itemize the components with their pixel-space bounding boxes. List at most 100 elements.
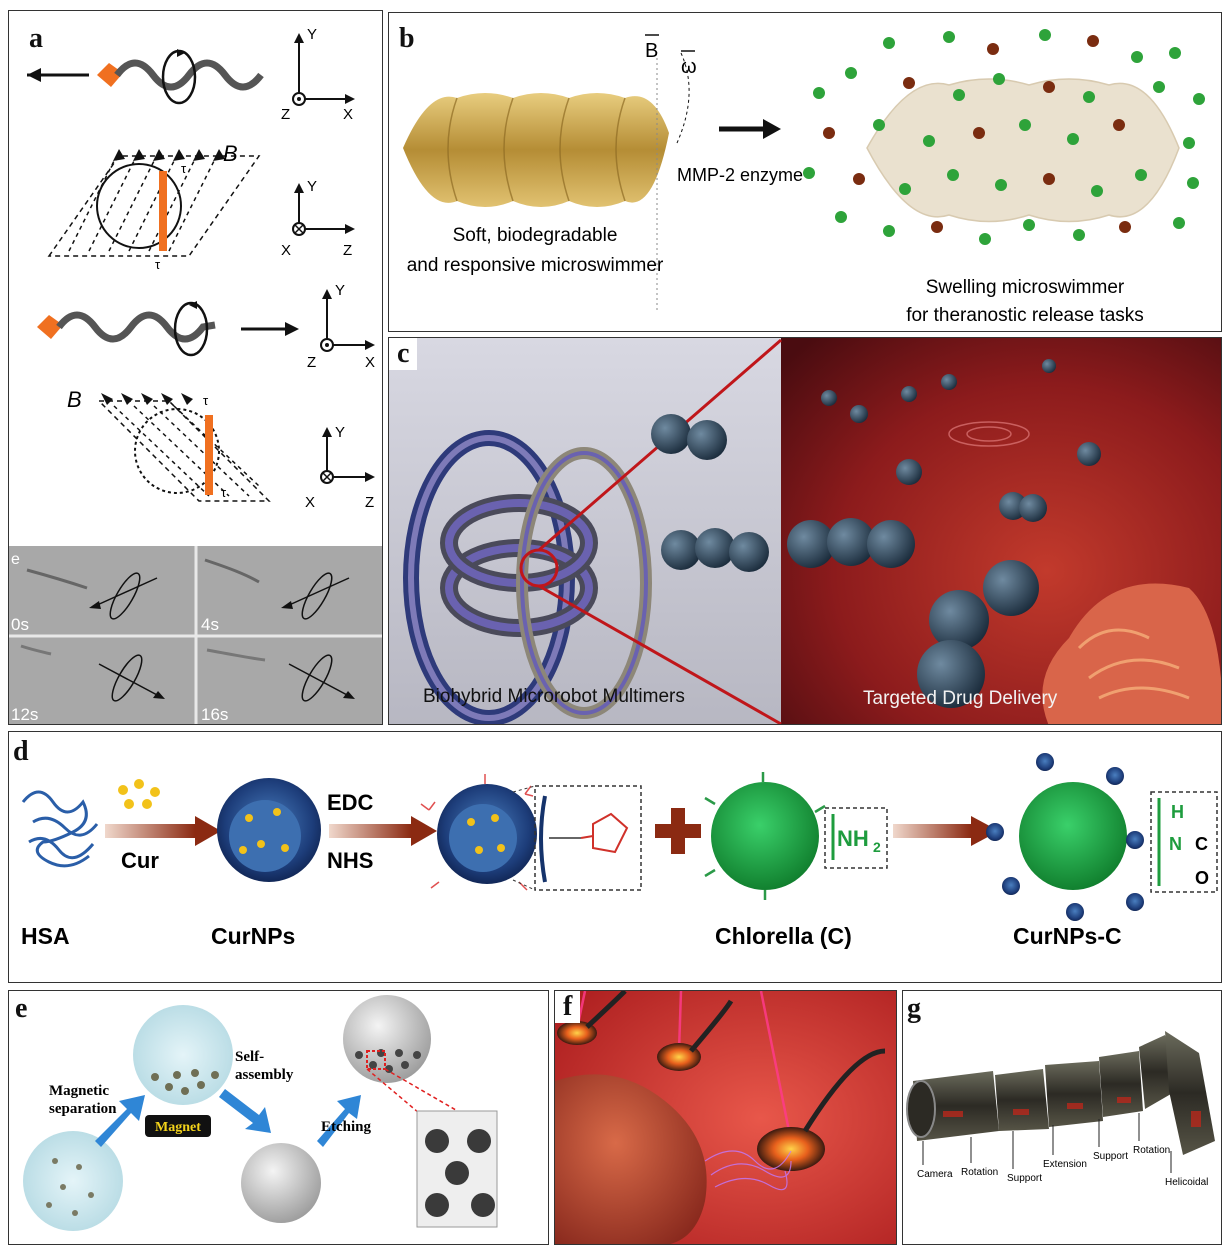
caption-right-1: Swelling microswimmer <box>926 277 1125 298</box>
svg-text:12s: 12s <box>11 705 38 724</box>
svg-text:MMP-2 enzyme: MMP-2 enzyme <box>677 165 803 185</box>
svg-text:Y: Y <box>335 424 345 441</box>
caption-targeted-delivery: Targeted Drug Delivery <box>863 688 1058 709</box>
particle <box>1183 137 1195 149</box>
frame-16: 16s <box>201 648 355 724</box>
svg-text:N: N <box>1169 834 1182 854</box>
particle <box>883 225 895 237</box>
particle <box>1169 47 1181 59</box>
svg-text:2: 2 <box>873 839 881 855</box>
tumor-tissue <box>555 1074 707 1244</box>
panel-a-diagram: Y X Z B τ τ <box>27 26 375 511</box>
label-chlorella: Chlorella (C) <box>715 923 852 949</box>
panel-c-illustration <box>389 338 1221 724</box>
svg-text:Magnet: Magnet <box>155 1120 201 1135</box>
panel-b: b B ω MMP-2 enzyme Soft, biodeg <box>388 12 1222 332</box>
label-curnps: CurNPs <box>211 923 295 949</box>
field-diagram-1: B τ τ <box>47 141 261 272</box>
particle <box>1087 35 1099 47</box>
particle <box>823 127 835 139</box>
arrow-magnetic <box>95 1095 145 1147</box>
svg-text:B: B <box>645 40 658 62</box>
svg-text:B: B <box>223 141 238 166</box>
part-label: Extension <box>1043 1159 1087 1170</box>
svg-text:Y: Y <box>307 178 317 195</box>
svg-text:X: X <box>305 494 315 511</box>
assembled-sphere <box>241 1143 321 1223</box>
arrow-etching <box>317 1095 361 1147</box>
panel-label-f: f <box>555 991 581 1023</box>
frame-0: e 0s <box>11 551 158 634</box>
svg-text:τ: τ <box>203 393 209 408</box>
svg-text:Z: Z <box>343 242 352 259</box>
particle <box>1043 173 1055 185</box>
particle <box>1067 133 1079 145</box>
svg-text:Magnetic: Magnetic <box>49 1083 109 1099</box>
svg-text:X: X <box>343 106 353 123</box>
particle <box>1091 185 1103 197</box>
caption-left-2: and responsive microswimmer <box>407 255 664 276</box>
panel-label-c: c <box>389 338 418 370</box>
panel-d-scheme: Cur EDC NHS <box>21 753 1218 949</box>
time-lapse-frames: e 0s 4s 12s 16s <box>9 546 382 724</box>
magnet-block <box>145 1115 211 1137</box>
svg-text:τ: τ <box>181 161 187 176</box>
particle <box>943 31 955 43</box>
panel-f-illustration <box>555 991 896 1244</box>
svg-text:Etching: Etching <box>321 1119 372 1135</box>
svg-text:C: C <box>1195 834 1208 854</box>
panel-label-g: g <box>907 993 921 1024</box>
field-diagram-2: B τ τ <box>67 387 271 502</box>
particle <box>953 89 965 101</box>
particle <box>993 73 1005 85</box>
panel-label-e: e <box>15 993 28 1024</box>
part-label: Camera <box>917 1169 953 1180</box>
curnps-c-conjugate: H N C O <box>986 753 1218 921</box>
panel-label-a: a <box>29 23 43 54</box>
helix-swimmer-left <box>27 49 264 105</box>
particle <box>1083 91 1095 103</box>
activated-np <box>420 774 642 891</box>
caption-right-2: for theranostic release tasks <box>906 305 1144 326</box>
particle <box>883 37 895 49</box>
svg-text:Cur: Cur <box>121 848 159 873</box>
chlorella-cell: NH 2 <box>704 772 888 900</box>
svg-text:Z: Z <box>365 494 374 511</box>
svg-text:ω: ω <box>681 56 697 78</box>
part-label: Rotation <box>1133 1145 1170 1156</box>
svg-text:e: e <box>11 551 20 568</box>
particle <box>853 173 865 185</box>
svg-text:4s: 4s <box>201 615 219 634</box>
released-particles <box>803 29 1205 245</box>
particle <box>1119 221 1131 233</box>
laser-robots <box>557 991 886 1171</box>
plasma-discharge <box>704 1150 792 1191</box>
part-label: Rotation <box>961 1167 998 1178</box>
svg-text:assembly: assembly <box>235 1067 294 1083</box>
panel-label-d: d <box>13 736 29 767</box>
particle <box>1131 51 1143 63</box>
svg-text:NHS: NHS <box>327 848 373 873</box>
part-label: Support <box>1007 1173 1042 1184</box>
particle <box>803 167 815 179</box>
particle <box>1187 177 1199 189</box>
particle <box>1193 93 1205 105</box>
svg-text:X: X <box>281 242 291 259</box>
microrobot-multimers <box>651 414 769 572</box>
svg-text:H: H <box>1171 802 1184 822</box>
axes-1: Y X Z <box>281 26 355 123</box>
particle <box>923 135 935 147</box>
svg-text:X: X <box>365 354 375 371</box>
particle <box>1023 219 1035 231</box>
curnp-particle <box>217 778 321 882</box>
svg-text:16s: 16s <box>201 705 228 724</box>
bloodstream-swarm <box>787 359 1221 724</box>
svg-text:separation: separation <box>49 1101 117 1117</box>
particle <box>903 77 915 89</box>
arrow-assembly <box>219 1089 271 1133</box>
particle <box>979 233 991 245</box>
hsa-protein <box>21 790 99 868</box>
curcumin-dots <box>118 779 160 809</box>
